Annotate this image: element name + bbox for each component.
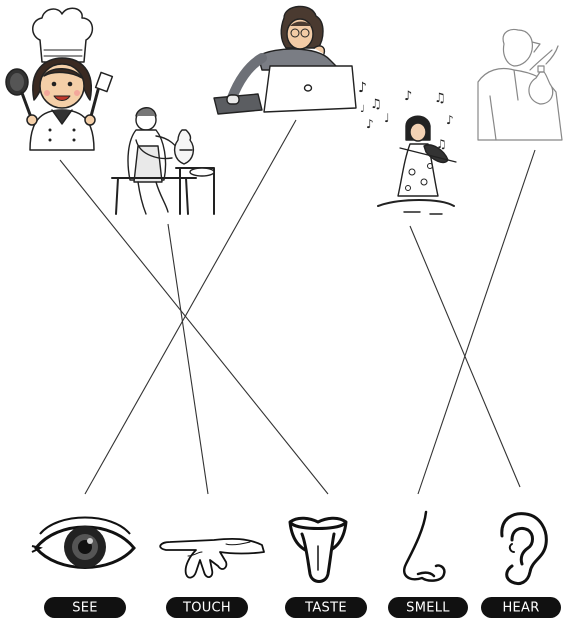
label-see: SEE	[44, 597, 126, 618]
potter-picture	[112, 108, 214, 214]
label-hear-text: HEAR	[502, 601, 539, 616]
ear-icon	[502, 514, 546, 584]
svg-text:♪: ♪	[358, 80, 367, 96]
svg-text:♩: ♩	[384, 111, 390, 125]
violinist-picture: ♪ ♫ ♪ ♫ ♪ ♩ ♪ ♫ ♩	[358, 80, 456, 214]
label-taste: TASTE	[285, 597, 367, 618]
label-taste-text: TASTE	[304, 601, 347, 616]
label-see-text: SEE	[72, 601, 98, 616]
svg-text:♪: ♪	[404, 89, 412, 104]
label-touch: TOUCH	[166, 597, 248, 618]
label-smell: SMELL	[388, 597, 468, 618]
svg-text:♫: ♫	[370, 97, 382, 112]
chef-picture	[6, 8, 112, 150]
perfume-picture	[478, 30, 562, 140]
line-potter-touch	[168, 224, 208, 494]
laptop-user-picture	[214, 6, 356, 114]
svg-text:♪: ♪	[446, 113, 454, 127]
svg-text:♩: ♩	[360, 104, 365, 115]
line-chef-taste	[60, 160, 328, 494]
label-touch-text: TOUCH	[182, 601, 231, 616]
tongue-icon	[290, 518, 346, 581]
svg-text:♫: ♫	[434, 91, 446, 106]
label-hear: HEAR	[481, 597, 561, 618]
eye-icon	[32, 518, 134, 569]
hand-icon	[160, 539, 264, 578]
nose-icon	[404, 512, 444, 581]
line-laptop-see	[85, 120, 296, 494]
label-smell-text: SMELL	[406, 601, 450, 616]
svg-text:♪: ♪	[366, 117, 374, 131]
